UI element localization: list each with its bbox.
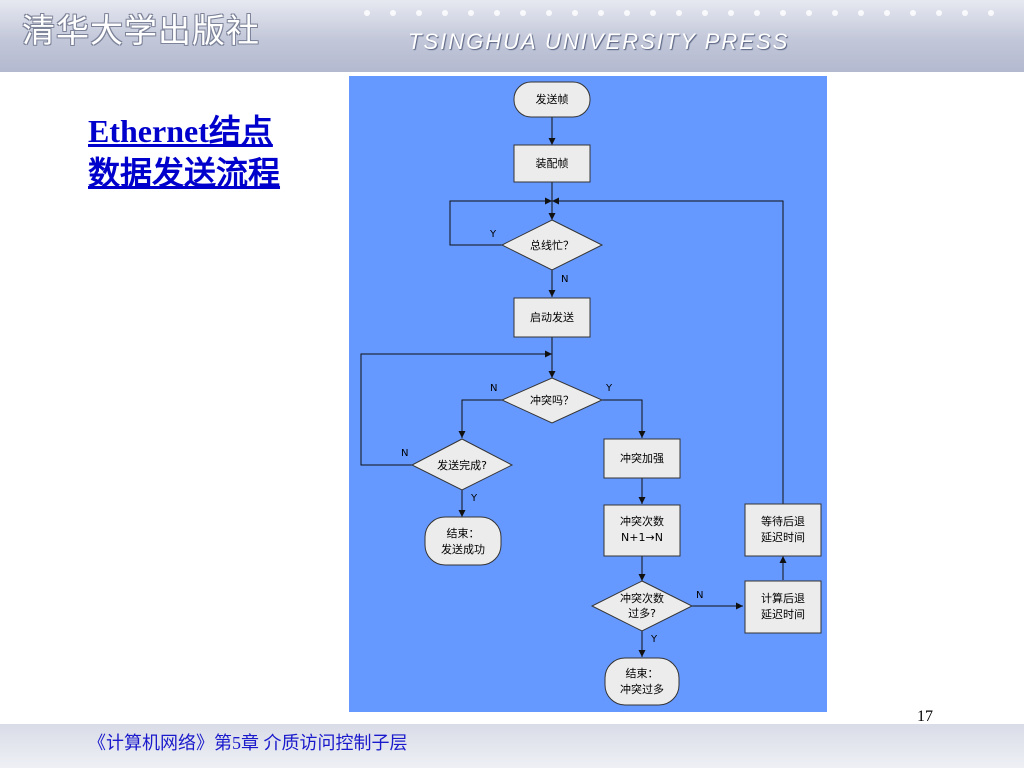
header-dot-pattern [364,10,994,16]
node-too-many: 冲突次数 过多? [590,580,694,632]
label-toomany-no: N [696,590,703,601]
node-send-done: 发送完成? [410,438,514,491]
node-end-fail-label-2: 冲突过多 [620,682,664,696]
edge-wait-to-busy [552,197,784,504]
node-wait-backoff-label-1: 等待后退 [761,514,805,528]
slide-title-line-2: 数据发送流程 [88,155,281,191]
node-jam-label: 冲突加强 [620,451,664,465]
node-end-success-label-2: 发送成功 [441,542,485,556]
footer-course-title: 《计算机网络》第5章 介质访问控制子层 [88,733,408,753]
node-too-many-label-1: 冲突次数 [620,591,664,605]
node-start-label: 发送帧 [536,92,569,106]
node-start-send: 启动发送 [513,297,591,338]
node-wait-backoff-label-2: 延迟时间 [761,531,805,544]
slide-title: Ethernet结点 数据发送流程 [88,110,338,194]
node-bus-busy: 总线忙？ [500,219,604,271]
edge-senddone-no-loop [360,350,552,466]
slide-title-line-1: Ethernet结点 [88,113,273,149]
publisher-name-english: TSINGHUA UNIVERSITY PRESS [408,29,790,54]
footer-bar: 《计算机网络》第5章 介质访问控制子层 [0,724,1024,768]
flowchart-connectors [360,117,787,657]
label-collision-no: N [490,383,497,394]
label-collision-yes: Y [605,383,613,394]
node-assemble-frame: 装配帧 [513,144,591,183]
header-bar: 清华大学出版社 TSINGHUA UNIVERSITY PRESS [0,0,1024,72]
node-collision-count-label-1: 冲突次数 [620,514,664,528]
flowchart-panel: Y N N Y N Y N Y 发送帧 装配帧 总线忙？ 启动发送 [349,76,827,712]
node-collision-count: 冲突次数 N+1→N [603,504,681,557]
node-collision-count-label-2: N+1→N [621,531,663,544]
edge-collision-no [458,399,502,438]
label-toomany-yes: Y [650,634,658,645]
node-collision: 冲突吗？ [500,377,604,424]
node-wait-backoff: 等待后退 延迟时间 [744,503,822,557]
node-collision-label: 冲突吗？ [530,393,574,407]
page-number: 17 [917,708,933,725]
edge-collision-yes [602,399,646,438]
node-start-send-label: 启动发送 [530,310,574,324]
node-start: 发送帧 [513,81,591,118]
node-send-done-label: 发送完成? [437,458,487,472]
node-calc-backoff: 计算后退 延迟时间 [744,580,822,634]
node-end-fail: 结束： 冲突过多 [604,657,680,706]
node-bus-busy-label: 总线忙？ [530,238,574,252]
flowchart: Y N N Y N Y N Y 发送帧 装配帧 总线忙？ 启动发送 [360,81,822,706]
node-end-fail-label-1: 结束： [626,667,659,680]
label-senddone-no: N [401,448,408,459]
label-busy-no: N [561,274,568,285]
node-end-success: 结束： 发送成功 [424,516,502,566]
node-assemble-frame-label: 装配帧 [536,156,569,170]
edge-busy-yes-loop [449,197,552,246]
node-too-many-label-2: 过多? [628,606,656,620]
publisher-logo-chinese: 清华大学出版社 [22,11,260,50]
label-senddone-yes: Y [470,493,478,504]
node-end-success-label-1: 结束： [447,527,480,540]
label-busy-yes: Y [489,229,497,240]
node-calc-backoff-label-2: 延迟时间 [761,608,805,621]
node-calc-backoff-label-1: 计算后退 [761,591,805,605]
node-jam: 冲突加强 [603,438,681,479]
